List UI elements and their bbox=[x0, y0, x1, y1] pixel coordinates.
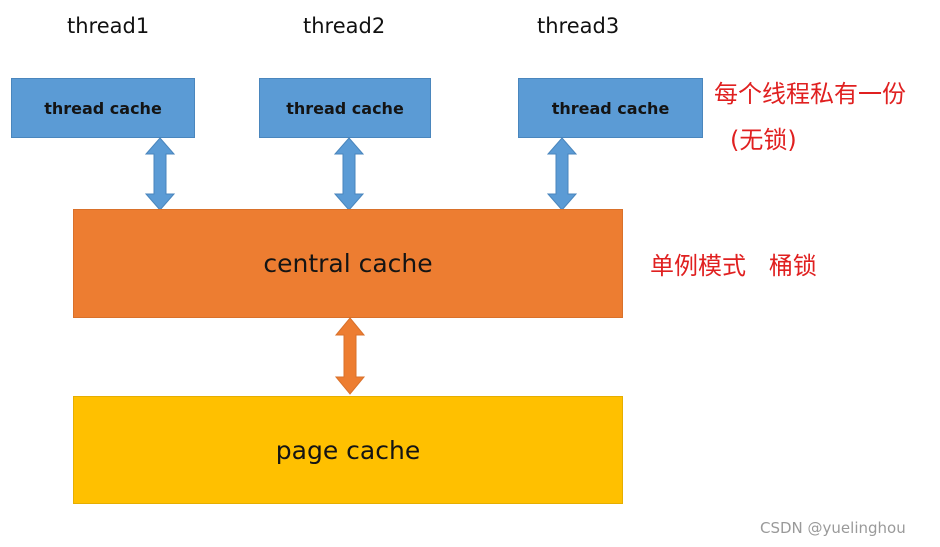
central-cache-box: central cache bbox=[73, 209, 623, 318]
thread1-label: thread1 bbox=[67, 14, 150, 38]
thread-cache-note-line1: 每个线程私有一份 bbox=[714, 80, 906, 108]
thread2-central-double-arrow bbox=[333, 137, 365, 211]
thread1-central-double-arrow bbox=[144, 137, 176, 211]
csdn-watermark: CSDN @yuelinghou bbox=[760, 519, 906, 537]
thread3-label: thread3 bbox=[537, 14, 620, 38]
thread-cache-note-line2: (无锁) bbox=[730, 126, 797, 154]
thread-cache-label-1: thread cache bbox=[44, 98, 162, 118]
central-cache-note: 单例模式 桶锁 bbox=[650, 252, 817, 280]
page-cache-label: page cache bbox=[275, 435, 421, 465]
thread-cache-box-3: thread cache bbox=[518, 78, 703, 138]
thread-cache-box-2: thread cache bbox=[259, 78, 431, 138]
thread-cache-label-2: thread cache bbox=[286, 98, 404, 118]
central-page-double-arrow bbox=[334, 317, 366, 395]
thread-cache-box-1: thread cache bbox=[11, 78, 195, 138]
thread-cache-label-3: thread cache bbox=[551, 98, 670, 118]
thread3-central-double-arrow bbox=[546, 137, 578, 211]
page-cache-box: page cache bbox=[73, 396, 623, 504]
thread2-label: thread2 bbox=[303, 14, 386, 38]
central-cache-label: central cache bbox=[263, 249, 433, 278]
